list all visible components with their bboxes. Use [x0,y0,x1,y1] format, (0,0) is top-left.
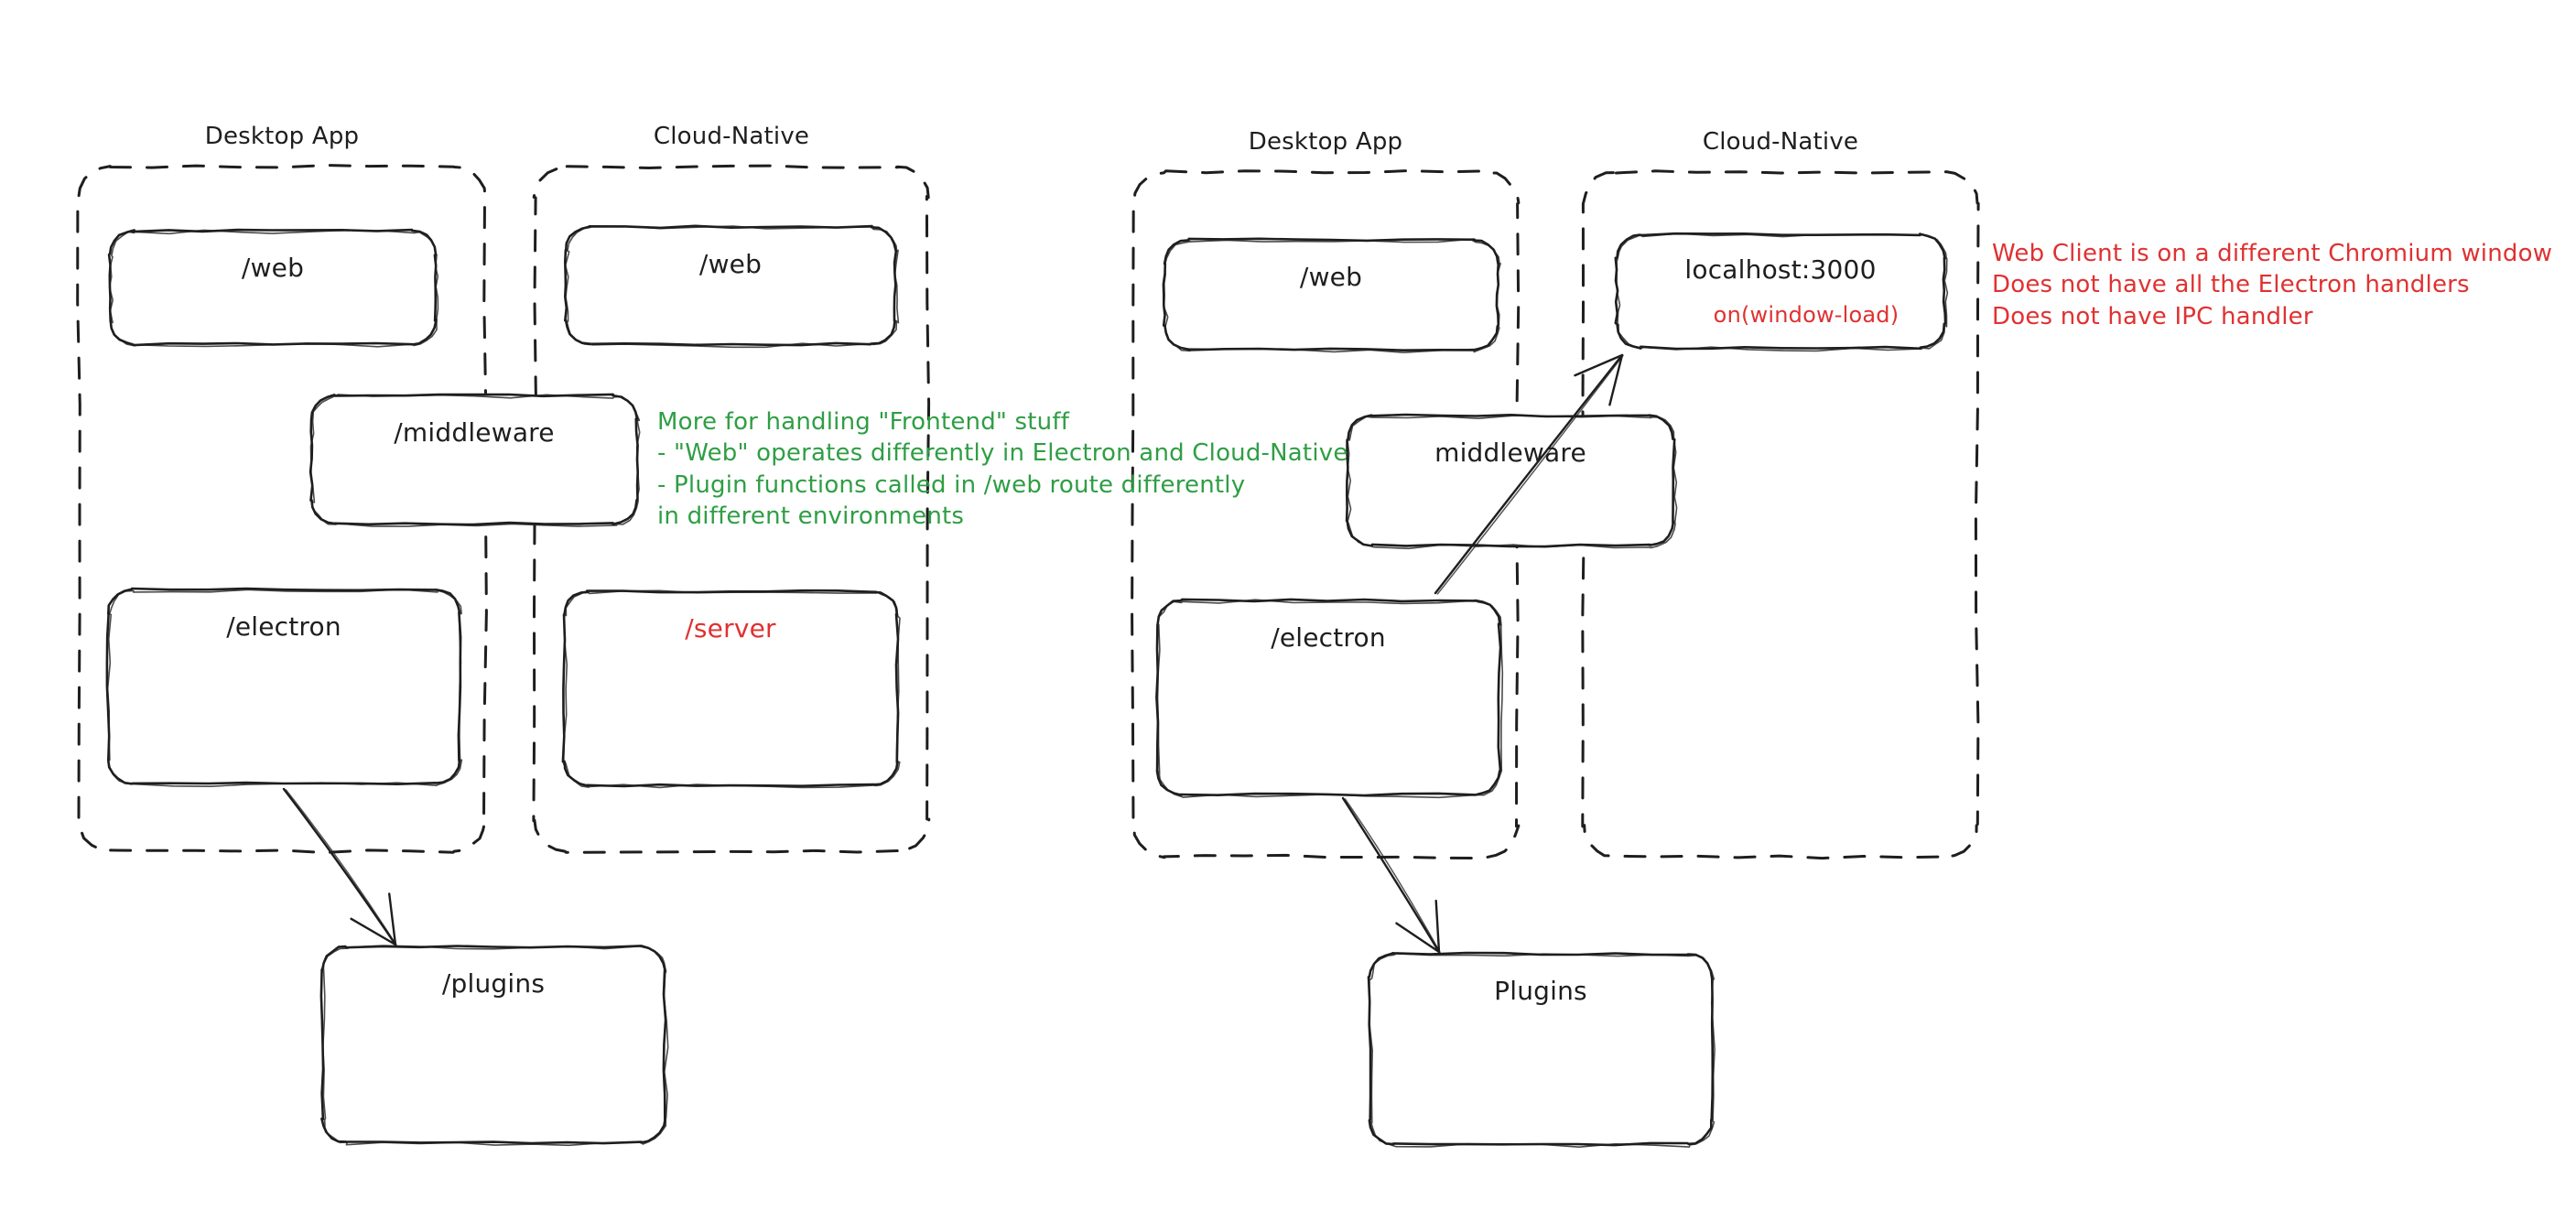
arrow-shaft [1341,796,1441,954]
arrow-head-barb-1 [1395,922,1441,954]
annotation-line: Web Client is on a different Chromium wi… [1992,240,2553,267]
node-box-l-electron [106,589,463,787]
annotation-line: - Plugin functions called in /web route … [657,470,1246,499]
node-box-l-plugins [322,945,669,1147]
annotation-line: in different environments [657,502,965,530]
node-label-l-electron: /electron [226,611,341,642]
arrow-arrow-electron-to-plugins-left [282,787,397,946]
node-box-r-localhost [1614,232,1947,351]
arrow-arrow-electron-to-plugins-right [1341,796,1441,954]
node-box-r-middleware [1345,413,1676,548]
node-box-c-web [564,224,898,347]
group-box-left-desktop [76,164,488,854]
arrow-head-barb-1 [350,917,397,946]
arrow-head-barb-0 [1574,353,1624,377]
arrow-shaft [1434,353,1624,595]
node-box-r-plugins [1369,953,1716,1148]
arrow-shaft [1436,354,1624,595]
arrow-head-barb-0 [388,892,397,946]
node-box-l-web [107,228,438,347]
node-label-l-middleware: /middleware [394,417,555,448]
arrow-head-barb-1 [1608,353,1624,406]
node-box-r-middleware [1347,415,1678,550]
arrow-shaft [1344,798,1441,954]
node-label-r-middleware: middleware [1434,438,1586,468]
node-label-l-web: /web [241,253,305,283]
group-label-right-desktop: Desktop App [1248,128,1403,156]
group-box-left-cloud [532,164,931,854]
arrow-shaft [282,787,397,946]
annotation-green-note: More for handling "Frontend" stuff - "Web… [657,406,1348,532]
group-box-right-desktop [1131,169,1521,859]
node-sublabel-r-localhost: on(window-load) [1713,302,1900,328]
group-label-left-desktop: Desktop App [204,123,360,150]
group-label-right-cloud: Cloud-Native [1702,128,1859,156]
node-label-r-localhost: localhost:3000 [1684,254,1877,285]
annotation-line: Does not have all the Electron handlers [1992,271,2470,299]
group-box-right-cloud [1581,169,1980,860]
node-box-r-web [1162,237,1500,351]
node-box-r-plugins [1367,951,1715,1147]
group-label-left-cloud: Cloud-Native [653,123,810,150]
node-label-r-web: /web [1299,262,1363,292]
annotation-line: Does not have IPC handler [1992,302,2313,330]
node-box-r-electron [1156,599,1504,799]
node-box-l-middleware [309,394,641,527]
annotation-red-note: Web Client is on a different Chromium wi… [1992,238,2552,332]
node-box-c-server [562,589,901,789]
node-label-r-plugins: Plugins [1494,976,1587,1006]
annotation-line: - "Web" operates differently in Electron… [657,439,1348,468]
node-label-l-plugins: /plugins [441,968,546,999]
node-box-r-web [1163,238,1501,353]
node-box-l-middleware [308,393,639,526]
node-label-r-electron: /electron [1271,622,1386,653]
node-box-l-web [108,229,439,348]
node-box-c-web [564,225,900,349]
arrow-head-barb-0 [1434,899,1441,954]
node-label-c-server: /server [685,613,776,643]
node-label-c-web: /web [698,249,763,279]
arrow-arrow-electron-to-localhost [1434,353,1624,595]
arrow-shaft [285,789,397,946]
annotation-line: More for handling "Frontend" stuff [657,408,1070,436]
node-box-r-localhost [1616,232,1949,352]
